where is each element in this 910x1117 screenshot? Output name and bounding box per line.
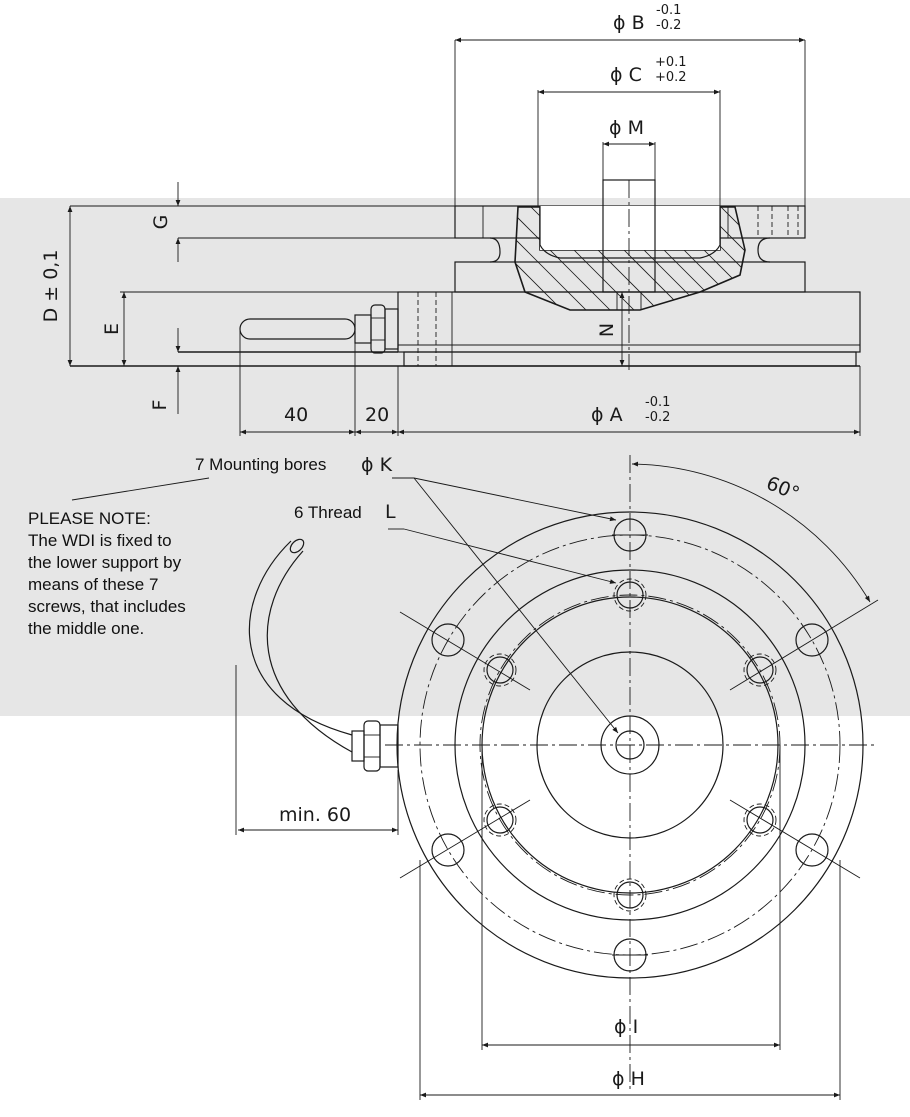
dim-m-label: ϕ M (609, 117, 644, 139)
note-line: PLEASE NOTE: (28, 509, 151, 528)
note-line: the middle one. (28, 619, 144, 638)
dim-b-tol-upper: -0.1 (656, 3, 681, 18)
mounting-bores-label: 7 Mounting bores (195, 455, 326, 474)
dim-f-label: F (149, 400, 171, 411)
dim-c-label: ϕ C (610, 64, 642, 86)
dim-40-label: 40 (284, 404, 308, 426)
dim-b-label: ϕ B (613, 12, 645, 34)
side-view (70, 40, 861, 436)
dim-l-label: L (385, 501, 396, 523)
dim-min60-label: min. 60 (279, 804, 351, 826)
dim-a-label: ϕ A (591, 404, 623, 426)
dim-g-label: G (150, 215, 172, 230)
leaders (71, 461, 871, 1098)
dim-c-tol-upper: +0.1 (655, 55, 687, 70)
note-block: PLEASE NOTE: The WDI is fixed to the low… (28, 509, 186, 638)
dim-20-label: 20 (365, 404, 389, 426)
dim-n-label: N (596, 323, 618, 337)
note-line: screws, that includes (28, 597, 186, 616)
dim-a-tol-upper: -0.1 (645, 395, 670, 410)
dim-b-tol-lower: -0.2 (656, 18, 681, 33)
dim-i-label: ϕ I (614, 1016, 638, 1038)
side-dimensions (67, 37, 860, 435)
dim-k-label: ϕ K (361, 454, 393, 476)
top-view (385, 455, 878, 1100)
note-line: The WDI is fixed to (28, 531, 172, 550)
note-line: the lower support by (28, 553, 182, 572)
dim-h-label: ϕ H (612, 1068, 645, 1090)
dim-e-label: E (101, 323, 123, 335)
dim-d-label: D ± 0,1 (40, 250, 62, 323)
dim-a-tol-lower: -0.2 (645, 410, 670, 425)
cable (235, 538, 399, 835)
note-line: means of these 7 (28, 575, 158, 594)
dim-c-tol-lower: +0.2 (655, 70, 687, 85)
thread-label: 6 Thread (294, 503, 362, 522)
mounting-bores (399, 518, 879, 972)
